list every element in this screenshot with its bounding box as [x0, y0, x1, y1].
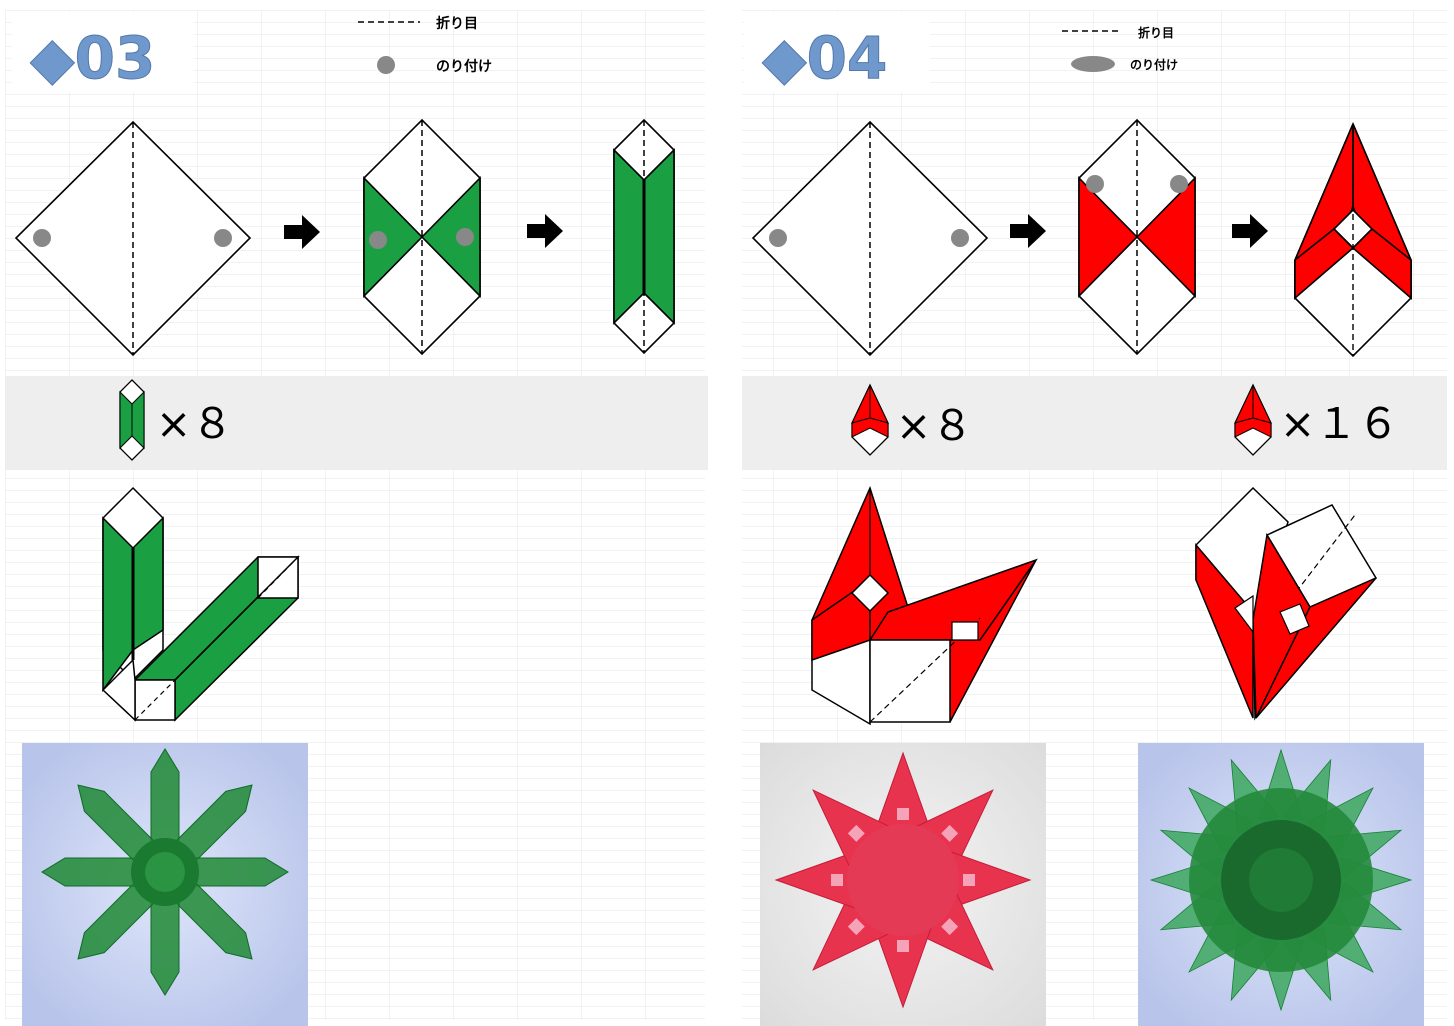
finished-photo-green-wreath	[1138, 743, 1424, 1026]
section-title: ◆03	[30, 24, 155, 92]
glue-dot-icon	[456, 228, 474, 246]
glue-dot-icon	[951, 229, 969, 247]
unit-green-strip	[120, 380, 144, 460]
legend-glue-label: のり付け	[436, 58, 492, 75]
legend-fold-label: 折り目	[436, 15, 478, 32]
count-band-left	[5, 376, 708, 470]
glue-dot-icon	[1071, 56, 1115, 72]
section-title: ◆04	[762, 24, 887, 92]
glue-dot-icon	[769, 229, 787, 247]
glue-dot-icon	[377, 56, 395, 74]
legend-glue-label: のり付け	[1130, 57, 1178, 72]
glue-dot-icon	[369, 231, 387, 249]
glue-dot-icon	[1086, 175, 1104, 193]
multiplier-label: ×８	[896, 401, 973, 450]
multiplier-label: ×８	[156, 399, 233, 448]
step-3-strip	[614, 120, 674, 353]
glue-dot-icon	[1170, 175, 1188, 193]
glue-dot-icon	[33, 229, 51, 247]
finished-photo-red-star	[760, 743, 1046, 1026]
finished-photo-green-star	[22, 743, 308, 1026]
multiplier-label: ×１６	[1280, 399, 1399, 448]
legend-fold-label: 折り目	[1138, 25, 1174, 40]
glue-dot-icon	[214, 229, 232, 247]
